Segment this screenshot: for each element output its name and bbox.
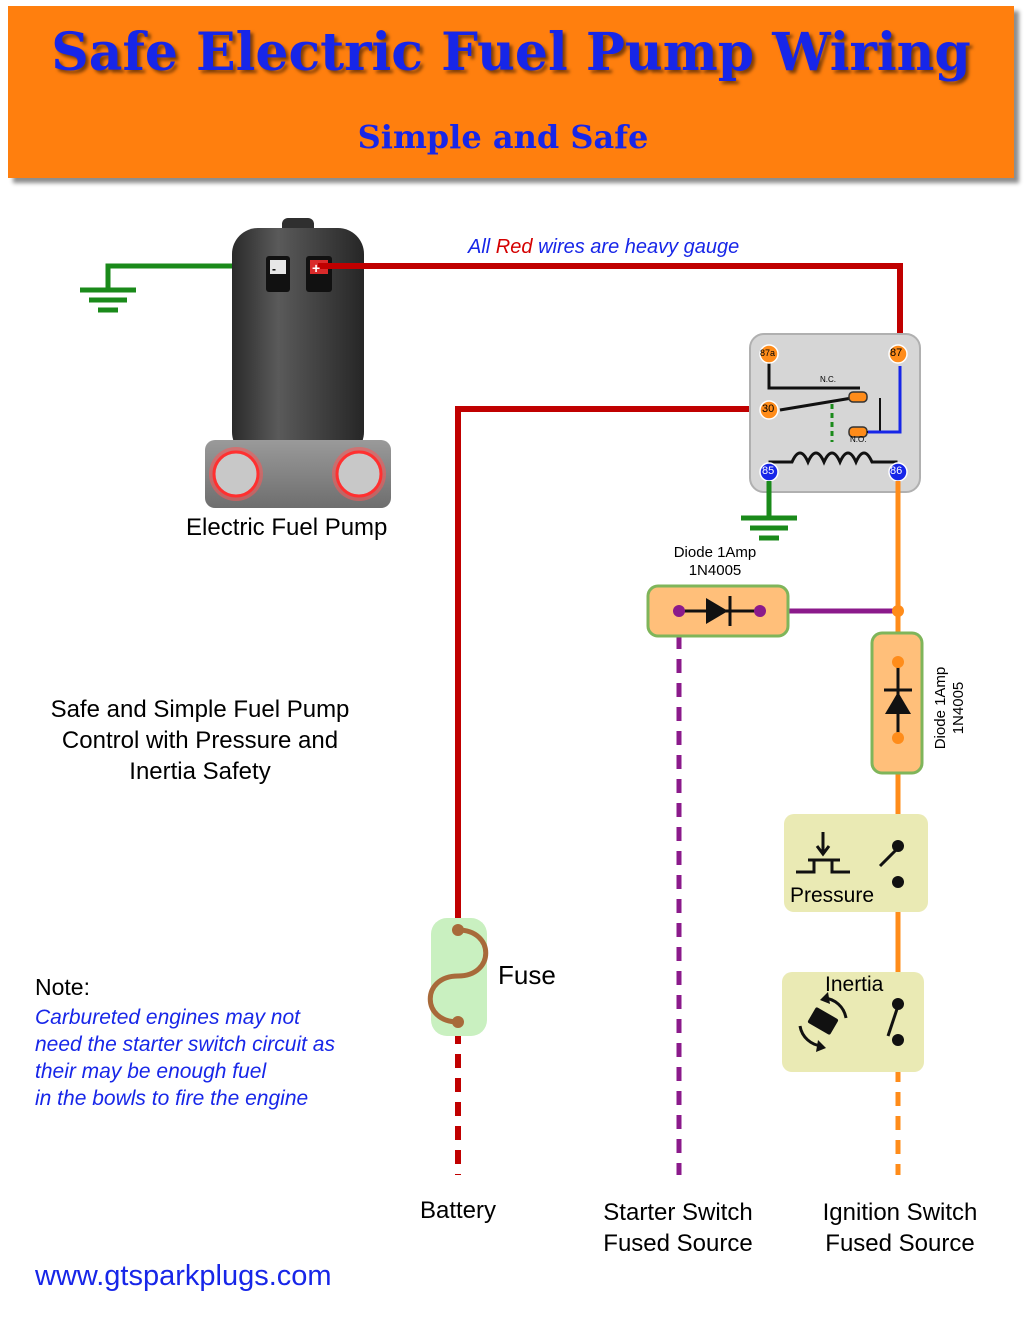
pressure-switch-label: Pressure bbox=[790, 884, 875, 907]
note-line-2: need the starter switch circuit as bbox=[35, 1033, 335, 1056]
ignition-source-label: Ignition Switch Fused Source bbox=[800, 1197, 1000, 1259]
relay-no-label: N.O. bbox=[850, 435, 867, 444]
note-line-3: their may be enough fuel bbox=[35, 1060, 267, 1083]
relay-pin-87: 87 bbox=[890, 347, 903, 359]
wire-gauge-note: All Red wires are heavy gauge bbox=[468, 236, 739, 259]
page-subtitle: Simple and Safe bbox=[357, 118, 649, 156]
heavy-wire-pump-to-87 bbox=[318, 263, 903, 354]
starter-source-line-2: Fused Source bbox=[603, 1230, 753, 1257]
description-line-2: Control with Pressure and bbox=[61, 727, 339, 754]
relay-ground-symbol bbox=[741, 515, 797, 541]
diode-ignition-label-line2: 1N4005 bbox=[950, 681, 967, 735]
pump-ground-symbol bbox=[80, 287, 136, 313]
diode-starter-label-line2: 1N4005 bbox=[688, 562, 742, 579]
wire-note-suffix: wires are heavy gauge bbox=[538, 236, 740, 258]
diode-starter-label-line1: Diode 1Amp bbox=[673, 544, 757, 561]
note-line-1: Carbureted engines may not bbox=[35, 1006, 300, 1029]
page-title: Safe Electric Fuel Pump Wiring bbox=[51, 22, 971, 83]
pressure-switch bbox=[784, 814, 928, 912]
inertia-switch-label: Inertia bbox=[825, 973, 884, 996]
description-text: Safe and Simple Fuel Pump Control with P… bbox=[20, 694, 380, 787]
fuel-pump-label: Electric Fuel Pump bbox=[186, 514, 388, 541]
relay-pin-86: 86 bbox=[890, 465, 903, 477]
note-body: Carbureted engines may not need the star… bbox=[35, 1004, 335, 1112]
relay-pin-87a: 87a bbox=[760, 348, 776, 358]
ignition-source-line-1: Ignition Switch bbox=[822, 1199, 978, 1226]
wire-junction bbox=[892, 605, 904, 617]
fuse-symbol bbox=[427, 918, 489, 1036]
diode-ignition-label-line1: Diode 1Amp bbox=[932, 666, 949, 750]
website-link[interactable]: www.gtsparkplugs.com bbox=[35, 1260, 332, 1292]
note-heading: Note: bbox=[35, 974, 90, 1000]
pump-positive-terminal: + bbox=[312, 260, 321, 276]
relay-nc-label: N.C. bbox=[820, 375, 836, 384]
pump-ground-wire bbox=[105, 263, 278, 290]
battery-label: Battery bbox=[419, 1197, 497, 1224]
heavy-wire-30-to-fuse bbox=[455, 406, 769, 928]
diode-ignition bbox=[870, 631, 924, 775]
ignition-source-line-2: Fused Source bbox=[825, 1230, 975, 1257]
note-line-4: in the bowls to fire the engine bbox=[35, 1087, 309, 1110]
relay bbox=[749, 333, 921, 493]
diode-ignition-label: Diode 1Amp 1N4005 bbox=[932, 648, 968, 768]
starter-source-label: Starter Switch Fused Source bbox=[578, 1197, 778, 1259]
header-banner: Safe Electric Fuel Pump Wiring Simple an… bbox=[8, 6, 1014, 178]
relay-pin-30: 30 bbox=[762, 403, 775, 415]
fuse-label: Fuse bbox=[498, 960, 556, 990]
fuel-pump bbox=[205, 218, 391, 508]
inertia-switch bbox=[782, 972, 924, 1072]
starter-source-line-1: Starter Switch bbox=[603, 1199, 753, 1226]
relay-pin-85: 85 bbox=[762, 465, 775, 477]
wire-note-red-word: Red bbox=[495, 236, 533, 258]
diode-starter-label: Diode 1Amp 1N4005 bbox=[640, 544, 790, 580]
diode-starter bbox=[646, 584, 790, 638]
pump-negative-terminal: - bbox=[272, 262, 276, 276]
wire-note-prefix: All bbox=[468, 236, 491, 258]
description-line-1: Safe and Simple Fuel Pump bbox=[50, 696, 350, 723]
description-line-3: Inertia Safety bbox=[129, 758, 271, 785]
